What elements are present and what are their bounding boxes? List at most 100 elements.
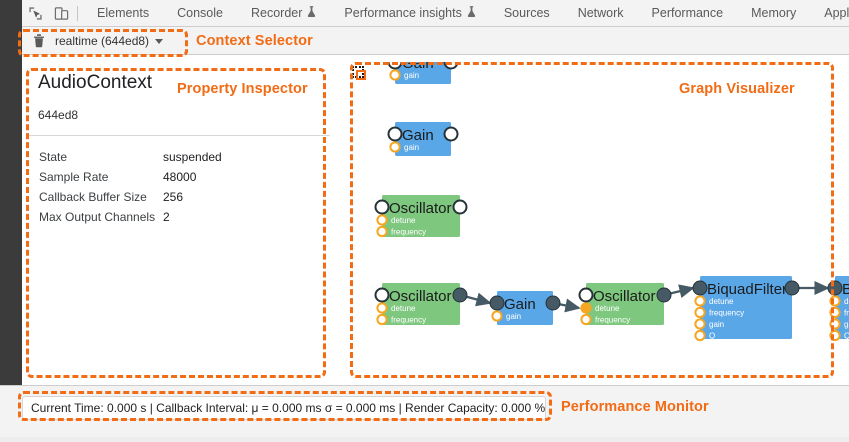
context-selector-dropdown[interactable]: realtime (644ed8): [55, 34, 164, 48]
node-body[interactable]: [586, 283, 664, 325]
node-param-port-detune[interactable]: [829, 295, 841, 307]
node-param-port-frequency[interactable]: [694, 306, 706, 319]
tab-recorder[interactable]: Recorder: [237, 0, 330, 27]
tab-performance[interactable]: Performance: [638, 0, 738, 27]
chevron-down-icon: [155, 39, 164, 44]
node-param-port-detune[interactable]: [376, 302, 388, 314]
node-body[interactable]: [700, 276, 792, 339]
node-param-port-frequency[interactable]: [829, 306, 841, 319]
node-param-label: frequency: [595, 316, 630, 325]
node-input-port[interactable]: [387, 126, 403, 142]
audio-graph-svg[interactable]: GaingainGaingainOscillatordetunefrequenc…: [355, 62, 849, 374]
connected-output-port[interactable]: [657, 288, 671, 302]
tab-network[interactable]: Network: [564, 0, 638, 27]
context-selector-toolbar: realtime (644ed8): [0, 26, 849, 55]
node-param-port-Q[interactable]: [829, 329, 841, 342]
node-param-port-gain[interactable]: [389, 141, 401, 153]
node-output-port[interactable]: [443, 126, 459, 142]
devtools-tab-bar: Elements Console Recorder Performance in…: [0, 0, 849, 27]
node-body[interactable]: [382, 195, 460, 237]
node-param-port-gain[interactable]: [829, 318, 841, 330]
node-param-label: frequency: [391, 228, 426, 237]
node-param-port-Q[interactable]: [694, 329, 706, 342]
node-param-port-gain[interactable]: [694, 318, 706, 330]
connected-input-port[interactable]: [693, 281, 707, 295]
node-param-label: gain: [844, 320, 849, 329]
node-title: Gain: [402, 127, 434, 144]
node-body[interactable]: [395, 122, 451, 156]
property-value: suspended: [163, 150, 222, 164]
tab-application-label: Application: [824, 6, 849, 20]
node-param-port-gain[interactable]: [491, 310, 503, 322]
trash-icon[interactable]: [32, 33, 46, 48]
node-param-port-frequency[interactable]: [376, 313, 388, 326]
node-body[interactable]: [497, 291, 553, 325]
node-body[interactable]: [395, 62, 451, 84]
node-output-port[interactable]: [443, 62, 459, 70]
tab-console-label: Console: [177, 6, 223, 20]
trash-icon-svg: [34, 34, 44, 48]
node-output-port[interactable]: [452, 199, 468, 215]
window-bottom-strip: [0, 437, 849, 442]
table-row: State suspended: [39, 147, 330, 167]
node-param-label: detune: [595, 304, 620, 313]
connected-output-port[interactable]: [453, 288, 467, 302]
inspector-divider: [26, 135, 330, 136]
tab-recorder-label: Recorder: [250, 6, 303, 20]
tab-console[interactable]: Console: [163, 0, 237, 27]
connected-input-port[interactable]: [828, 281, 842, 295]
tab-performance-insights-label: Performance insights: [344, 6, 462, 20]
connected-output-port[interactable]: [785, 281, 799, 295]
node-param-label: Q: [709, 332, 715, 341]
table-row: Max Output Channels 2: [39, 207, 330, 227]
node-param-label: gain: [404, 143, 419, 152]
property-key: Max Output Channels: [39, 210, 156, 224]
table-row: Sample Rate 48000: [39, 167, 330, 187]
inspector-property-table: State suspended Sample Rate 48000 Callba…: [26, 147, 330, 227]
tab-performance-insights[interactable]: Performance insights: [330, 0, 489, 27]
tab-application[interactable]: Application: [810, 0, 849, 27]
node-param-port-gain[interactable]: [389, 69, 401, 81]
graph-nodes[interactable]: GaingainGaingainOscillatordetunefrequenc…: [374, 62, 849, 342]
property-value: 2: [163, 210, 170, 224]
node-param-label: frequency: [709, 309, 744, 318]
node-input-port[interactable]: [374, 199, 390, 215]
property-value: 256: [163, 190, 184, 204]
connected-input-port[interactable]: [581, 303, 591, 313]
node-title: Gain: [402, 62, 434, 72]
device-toolbar-icon-svg: [54, 6, 68, 20]
node-param-port-frequency[interactable]: [376, 225, 388, 238]
node-input-port[interactable]: [374, 287, 390, 303]
node-input-port[interactable]: [578, 287, 594, 303]
connected-input-port[interactable]: [490, 296, 504, 310]
tab-sources-label: Sources: [503, 6, 550, 20]
tab-memory[interactable]: Memory: [737, 0, 810, 27]
property-key: Callback Buffer Size: [39, 190, 147, 204]
audiocontext-title: AudioContext: [38, 72, 153, 93]
node-param-port-detune[interactable]: [376, 214, 388, 226]
inspect-element-icon[interactable]: [22, 0, 48, 27]
tab-sources[interactable]: Sources: [490, 0, 564, 27]
node-param-label: detune: [391, 304, 416, 313]
tab-elements[interactable]: Elements: [83, 0, 163, 27]
performance-monitor-readout: Current Time: 0.000 s | Callback Interva…: [22, 396, 546, 420]
node-body[interactable]: [382, 283, 460, 325]
connected-output-port[interactable]: [546, 296, 560, 310]
annotation-label-performance-monitor: Performance Monitor: [561, 399, 709, 415]
node-param-port-frequency[interactable]: [580, 313, 592, 326]
node-param-port-detune[interactable]: [694, 295, 706, 307]
property-value: 48000: [163, 170, 197, 184]
experiment-beaker-icon: [467, 5, 476, 21]
inspect-element-icon-svg: [28, 6, 42, 20]
device-toolbar-icon[interactable]: [48, 0, 74, 27]
annotation-label-context-selector: Context Selector: [196, 33, 313, 49]
graph-drag-handle[interactable]: [352, 66, 366, 80]
node-input-port[interactable]: [387, 62, 403, 70]
